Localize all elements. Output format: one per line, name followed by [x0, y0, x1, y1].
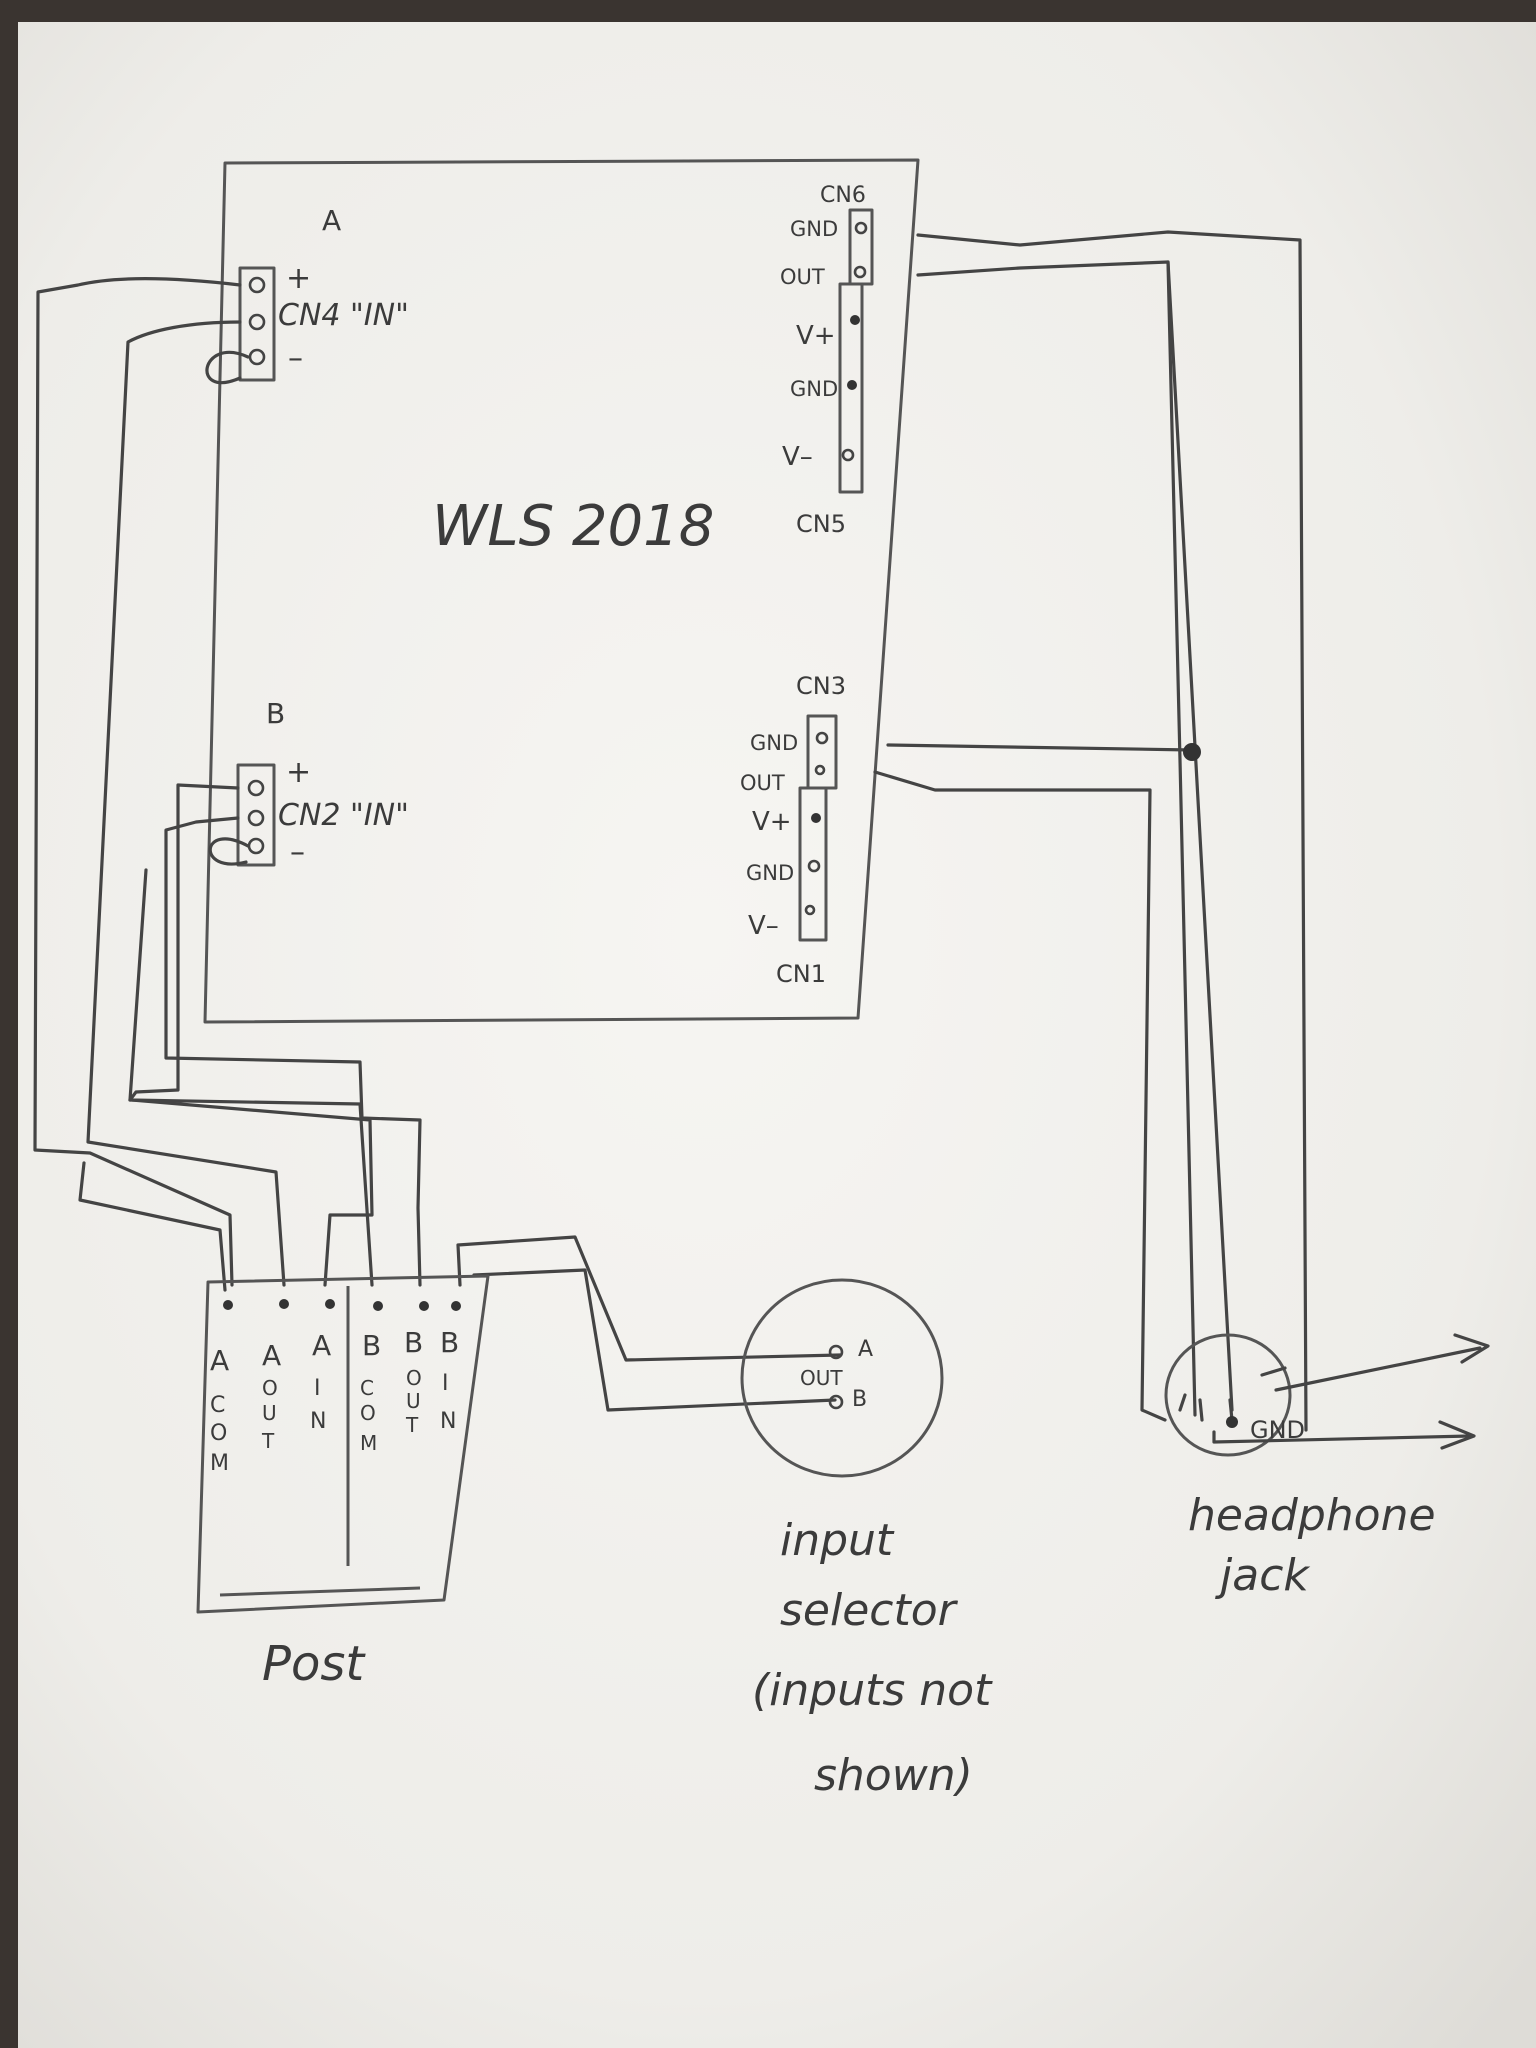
svg-text:B: B [440, 1326, 459, 1359]
cn1-vminus: V– [748, 911, 779, 941]
wiring [33, 230, 1308, 1432]
input-selector: A OUT B input selector (inputs not shown… [740, 1278, 993, 1801]
svg-text:T: T [405, 1413, 419, 1437]
selector-label-line-2: selector [780, 1585, 959, 1636]
svg-text:N: N [310, 1409, 326, 1434]
post-label: Post [262, 1636, 366, 1692]
post-col-a-in: A I N [310, 1329, 331, 1434]
svg-text:O: O [210, 1421, 227, 1446]
cn1-label: CN1 [776, 960, 826, 988]
cn2-minus: – [290, 835, 305, 870]
cn4-minus: – [288, 341, 303, 376]
cn3-gnd: GND [750, 731, 798, 755]
svg-text:T: T [261, 1429, 275, 1453]
svg-text:U: U [406, 1389, 421, 1413]
post-col-a-out: A O U T [261, 1339, 281, 1453]
cn3-out: OUT [740, 771, 785, 795]
post-col-b-out: B O U T [404, 1326, 423, 1437]
svg-text:I: I [442, 1371, 449, 1396]
cn6-label: CN6 [820, 183, 866, 208]
svg-text:O: O [360, 1401, 376, 1425]
board-outline [203, 158, 920, 1024]
cn5-label: CN5 [796, 510, 846, 538]
cn1-gnd: GND [746, 861, 794, 885]
cn2-label: CN2 "IN" [278, 798, 409, 833]
post-outline [196, 1274, 490, 1614]
selector-label-line-4: shown) [814, 1750, 973, 1801]
cn4-connector: + – CN4 "IN" [238, 261, 409, 382]
selector-label-line-1: input [780, 1515, 895, 1566]
svg-text:I: I [314, 1376, 321, 1401]
cn4-label: CN4 "IN" [278, 298, 409, 333]
cn6-gnd: GND [790, 217, 838, 241]
cn5-vplus: V+ [796, 321, 836, 351]
cn1-vplus: V+ [752, 807, 792, 837]
svg-text:C: C [210, 1393, 225, 1418]
channel-b-label: B [266, 697, 285, 730]
cn5-vminus: V– [782, 442, 813, 472]
cn6-out: OUT [780, 265, 825, 289]
jack-label-line-1: headphone [1188, 1490, 1436, 1541]
cn3-cn1-connector: CN3 GND OUT V+ GND V– CN1 [740, 672, 846, 988]
post-block: A C O M A O U T A I N B C O M B O U T [196, 1274, 490, 1692]
junction-dot [1183, 743, 1201, 761]
svg-text:A: A [262, 1339, 281, 1372]
selector-pin-b: B [852, 1387, 867, 1412]
board-name: WLS 2018 [432, 494, 714, 559]
svg-text:B: B [404, 1326, 423, 1359]
svg-text:O: O [406, 1366, 422, 1390]
cn2-connector: + – CN2 "IN" [236, 755, 409, 870]
selector-pin-a: A [858, 1337, 873, 1362]
svg-text:U: U [262, 1401, 277, 1425]
cn2-plus: + [286, 755, 311, 790]
svg-text:N: N [440, 1409, 456, 1434]
selector-out: OUT [800, 1366, 843, 1390]
cn6-cn5-connector: CN6 GND OUT V+ GND V– CN5 [780, 183, 874, 538]
post-col-a-com: A C O M [210, 1344, 229, 1476]
cn3-label: CN3 [796, 672, 846, 700]
svg-text:B: B [362, 1329, 381, 1362]
svg-text:A: A [312, 1329, 331, 1362]
svg-text:M: M [360, 1431, 377, 1455]
svg-text:M: M [210, 1451, 229, 1476]
svg-text:A: A [210, 1344, 229, 1377]
cn5-gnd: GND [790, 377, 838, 401]
cn4-plus: + [286, 261, 311, 296]
paper [18, 22, 1536, 2048]
jack-label-line-2: jack [1215, 1550, 1310, 1601]
selector-label-line-3: (inputs not [752, 1665, 993, 1716]
jack-gnd: GND [1250, 1416, 1305, 1444]
post-col-b-com: B C O M [360, 1329, 381, 1455]
svg-text:O: O [262, 1376, 278, 1400]
svg-text:C: C [360, 1376, 374, 1400]
channel-a-label: A [322, 204, 341, 237]
post-col-b-in: B I N [440, 1326, 459, 1434]
headphone-jack: GND headphone jack [1164, 1333, 1490, 1601]
wls-board: WLS 2018 A B + – CN4 "IN" + – CN2 "IN" C… [203, 158, 920, 1024]
